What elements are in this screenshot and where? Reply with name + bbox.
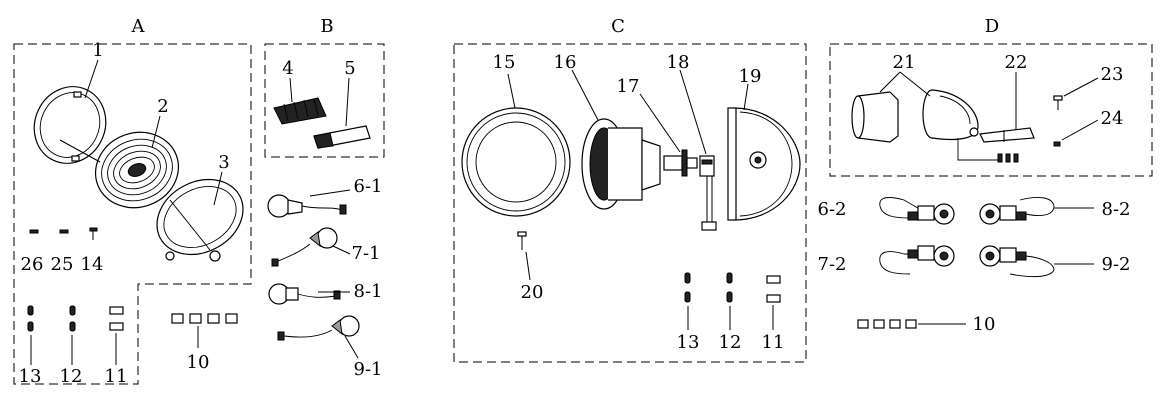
- label-1: 1: [92, 40, 103, 61]
- bolt-12-a: [69, 305, 76, 365]
- label-13-a: 13: [19, 366, 42, 387]
- label-24: 24: [1101, 108, 1124, 129]
- bulb-17: [663, 149, 698, 177]
- lens-cap-21: [851, 91, 899, 143]
- label-6-2: 6-2: [818, 199, 847, 220]
- rear-cover-shell: [156, 178, 244, 262]
- label-25: 25: [51, 254, 74, 275]
- bolt-13-a: [27, 305, 34, 365]
- label-17: 17: [617, 76, 640, 97]
- label-14: 14: [81, 254, 104, 275]
- turn-signal-7-2: [879, 245, 955, 275]
- rear-lamp-body-21: [922, 89, 1019, 163]
- label-7-1: 7-1: [352, 243, 381, 264]
- label-8-2: 8-2: [1102, 199, 1131, 220]
- label-2: 2: [157, 96, 168, 117]
- label-11-c: 11: [762, 332, 785, 353]
- nut-24: [1053, 141, 1061, 147]
- label-3: 3: [218, 152, 229, 173]
- section-b-title: B: [320, 16, 333, 37]
- headlight-housing-finned: [94, 131, 180, 209]
- label-22: 22: [1005, 52, 1028, 73]
- turn-signal-7-1: [271, 227, 338, 267]
- headlight-rim-ring: [33, 86, 107, 164]
- reflector-bracket-4: [273, 97, 327, 125]
- bolt-11-a: [109, 306, 124, 365]
- label-11-a: 11: [105, 366, 128, 387]
- label-19: 19: [739, 66, 762, 87]
- section-c-frame: [453, 43, 807, 363]
- nuts-10-d: [857, 319, 917, 329]
- headlight-case-19: [727, 107, 801, 221]
- headlight-unit-16: [581, 118, 661, 210]
- label-7-2: 7-2: [818, 254, 847, 275]
- label-23: 23: [1101, 64, 1124, 85]
- label-15: 15: [493, 52, 516, 73]
- label-12-c: 12: [719, 332, 742, 353]
- nuts-10-a: [171, 313, 238, 324]
- screw-14: [89, 227, 98, 240]
- label-10-d: 10: [973, 314, 996, 335]
- bolt-13-c: [684, 272, 691, 330]
- label-5: 5: [344, 58, 355, 79]
- label-6-1: 6-1: [354, 176, 383, 197]
- section-c-title: C: [611, 16, 625, 37]
- bolt-11-c: [766, 275, 781, 330]
- reflector-5: [313, 125, 371, 149]
- turn-signal-6-1: [267, 194, 347, 218]
- section-a-title: A: [131, 16, 146, 37]
- label-9-1: 9-1: [354, 359, 383, 380]
- label-4: 4: [282, 58, 293, 79]
- label-10-a: 10: [187, 352, 210, 373]
- label-20: 20: [521, 282, 544, 303]
- screw-26: [29, 229, 39, 234]
- section-d-title: D: [985, 16, 999, 37]
- bolt-12-c: [726, 272, 733, 330]
- label-18: 18: [667, 52, 690, 73]
- label-12-a: 12: [60, 366, 83, 387]
- screw-23: [1053, 95, 1063, 110]
- headlight-lens-15: [461, 107, 571, 217]
- label-26: 26: [21, 254, 44, 275]
- turn-signal-9-2: [979, 245, 1055, 278]
- label-8-1: 8-1: [354, 281, 383, 302]
- turn-signal-8-1: [268, 283, 341, 305]
- turn-signal-6-2: [879, 197, 955, 225]
- section-a-frame: [13, 43, 252, 385]
- screw-20: [517, 231, 527, 250]
- screw-25: [59, 229, 69, 234]
- connector-18: [699, 155, 717, 231]
- label-9-2: 9-2: [1102, 254, 1131, 275]
- label-21: 21: [893, 52, 916, 73]
- section-b-frame: [264, 43, 385, 158]
- label-16: 16: [554, 52, 577, 73]
- section-d-frame: [829, 43, 1153, 177]
- turn-signal-8-2: [979, 197, 1055, 225]
- turn-signal-9-1: [277, 315, 360, 341]
- label-13-c: 13: [677, 332, 700, 353]
- bracket-22: [979, 127, 1035, 143]
